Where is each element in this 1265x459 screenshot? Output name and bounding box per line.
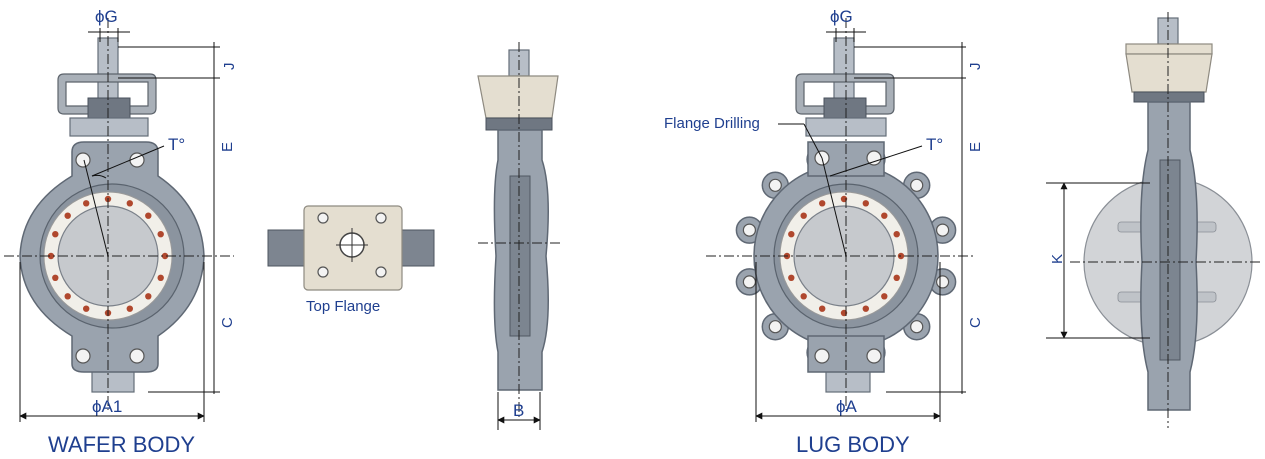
- lug-ear-bolt-8: [768, 178, 782, 192]
- lug-flange-hole-10: [788, 231, 795, 238]
- wafer-flange-hole-12: [83, 200, 90, 207]
- lug-flange-drilling-label: Flange Drilling: [664, 115, 760, 132]
- wafer-bolt-top-left: [75, 152, 91, 168]
- top-flange-label: Top Flange: [306, 298, 380, 315]
- right-mount-top: [1125, 43, 1213, 55]
- top-flange-view: Top Flange: [267, 205, 435, 315]
- wafer-phi-a1-label: ϕA1: [92, 397, 122, 416]
- lug-c-label: C: [967, 317, 984, 328]
- wafer-angle-leader: [91, 145, 165, 177]
- wafer-neck: [69, 117, 149, 137]
- lug-flange-hole-16: [893, 231, 900, 238]
- lug-flange-hole-15: [881, 212, 888, 219]
- right-mount-base: [1133, 91, 1205, 103]
- wafer-stem-nut: [87, 97, 131, 119]
- lug-ear-bolt-1: [935, 275, 950, 289]
- top-flange-bolt-3: [317, 266, 329, 278]
- wafer-body-caption: WAFER BODY: [48, 432, 195, 457]
- wafer-flange-hole-3: [145, 293, 152, 300]
- wafer-flange-hole-8: [52, 274, 59, 281]
- lug-phi-g-label: ϕG: [830, 7, 853, 26]
- lug-flange-drilling-leader: [803, 123, 823, 159]
- lug-ear-bolt-7: [742, 223, 757, 237]
- wafer-body-view: T° ϕG J E C ϕA1 WAFER BODY: [4, 7, 238, 457]
- lug-flange-hole-2: [893, 274, 900, 281]
- lug-stem: [833, 37, 855, 101]
- wafer-flange-hole-11: [64, 212, 71, 219]
- lug-ear-bolt-6: [742, 275, 757, 289]
- lug-flange-hole-11: [800, 212, 807, 219]
- lug-stem-nut: [823, 97, 867, 119]
- lug-flange-hole-7: [800, 293, 807, 300]
- side-b-label: B: [513, 401, 524, 420]
- wafer-flange-hole-1: [161, 252, 169, 260]
- lug-flange-hole-6: [819, 305, 826, 312]
- lug-angle-line: [821, 157, 847, 257]
- top-flange-bolt-1: [317, 212, 329, 224]
- lug-ear-bolt-2: [910, 320, 924, 334]
- wafer-flange-hole-7: [64, 293, 71, 300]
- top-flange-bolt-4: [375, 266, 387, 278]
- wafer-flange-hole-15: [145, 212, 152, 219]
- wafer-flange-hole-4: [126, 305, 133, 312]
- top-flange-stem-right: [397, 229, 435, 267]
- right-disc-edge: [1159, 159, 1181, 361]
- wafer-angle-line: [83, 159, 109, 257]
- wafer-j-label: J: [221, 63, 238, 71]
- wafer-flange-hole-9: [47, 252, 55, 260]
- open-disc-side-view: K: [1046, 12, 1262, 428]
- wafer-c-label: C: [219, 317, 236, 328]
- wafer-angle-label: T°: [168, 135, 185, 154]
- lug-e-label: E: [967, 142, 984, 152]
- wafer-flange-hole-14: [126, 200, 133, 207]
- side-actuator-mount: [477, 75, 559, 119]
- lug-flange-hole-4: [862, 305, 869, 312]
- top-flange-bolt-2: [375, 212, 387, 224]
- lug-flange-hole-8: [788, 274, 795, 281]
- wafer-angle-arc: [91, 174, 107, 179]
- lug-ear-bolt-11: [910, 178, 924, 192]
- lug-body-view: T° Flange Drilling ϕG J E C ϕA LUG BODY: [664, 7, 984, 457]
- lug-ear-bolt-12: [935, 223, 950, 237]
- wafer-flange-hole-16: [157, 231, 164, 238]
- wafer-flange-holes: [47, 195, 169, 317]
- wafer-flange-hole-2: [157, 274, 164, 281]
- wafer-side-view: B: [477, 42, 560, 430]
- lug-angle-label: T°: [926, 135, 943, 154]
- wafer-bolt-bottom-left: [75, 348, 91, 364]
- lug-phi-a-label: ϕA: [836, 397, 858, 416]
- lug-j-label: J: [967, 63, 984, 71]
- lug-flange-hole-14: [862, 200, 869, 207]
- lug-flange-hole-12: [819, 200, 826, 207]
- lug-angle-leader: [829, 145, 923, 177]
- lug-bolt-top-right: [866, 150, 882, 166]
- wafer-e-label: E: [219, 142, 236, 152]
- lug-flange-hole-3: [881, 293, 888, 300]
- lug-ear-bolt-5: [768, 320, 782, 334]
- lug-bolt-bottom-left: [814, 348, 830, 364]
- right-k-label: K: [1049, 254, 1066, 264]
- right-actuator-mount: [1125, 53, 1213, 93]
- lug-bottom-boss: [807, 335, 885, 373]
- wafer-phi-g-label: ϕG: [95, 7, 118, 26]
- wafer-bolt-bottom-right: [129, 348, 145, 364]
- wafer-flange-hole-6: [83, 305, 90, 312]
- side-disc-edge: [509, 175, 531, 337]
- wafer-flange-hole-10: [52, 231, 59, 238]
- lug-bolt-bottom-right: [866, 348, 882, 364]
- lug-body-caption: LUG BODY: [796, 432, 910, 457]
